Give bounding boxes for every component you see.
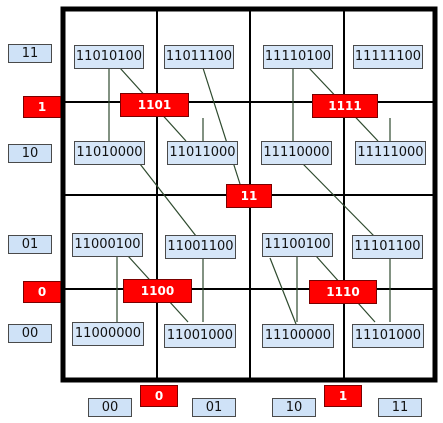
leaf-node: 11010000 — [74, 141, 145, 165]
leaf-node: 11001100 — [165, 235, 236, 259]
leaf-node: 11111000 — [355, 141, 426, 165]
row-split-bit: 0 — [23, 281, 61, 303]
leaf-node: 11111100 — [353, 45, 423, 69]
row-label: 10 — [8, 144, 52, 163]
connector — [202, 67, 241, 185]
col-label: 00 — [88, 398, 132, 417]
col-split-bit: 0 — [140, 385, 178, 407]
col-split-bit: 1 — [324, 385, 362, 407]
connector — [139, 163, 197, 237]
quadrant-node: 1100 — [123, 279, 192, 303]
leaf-node: 11101000 — [352, 324, 424, 348]
col-label: 01 — [192, 398, 236, 417]
connector — [269, 257, 297, 325]
leaf-node: 11011100 — [164, 45, 234, 69]
row-label: 11 — [8, 44, 52, 63]
quadrant-node: 1110 — [309, 280, 377, 304]
leaf-node: 11110000 — [261, 141, 332, 165]
leaf-node: 11100100 — [262, 233, 333, 257]
leaf-node: 11000000 — [72, 322, 144, 346]
leaf-node: 11101100 — [352, 235, 423, 259]
col-label: 10 — [272, 398, 316, 417]
row-label: 00 — [8, 324, 52, 343]
leaf-node: 11100000 — [262, 324, 334, 348]
quadrant-node: 1111 — [312, 94, 378, 118]
leaf-node: 11110100 — [263, 45, 333, 69]
quadrant-node: 1101 — [120, 93, 189, 117]
connector — [302, 163, 375, 237]
leaf-node: 11000100 — [72, 233, 143, 257]
leaf-node: 11011000 — [167, 141, 238, 165]
leaf-node: 11010100 — [74, 45, 144, 69]
row-label: 01 — [8, 235, 52, 254]
leaf-node: 11001000 — [164, 324, 236, 348]
row-split-bit: 1 — [23, 96, 61, 118]
center-node: 11 — [226, 184, 272, 208]
col-label: 11 — [378, 398, 422, 417]
